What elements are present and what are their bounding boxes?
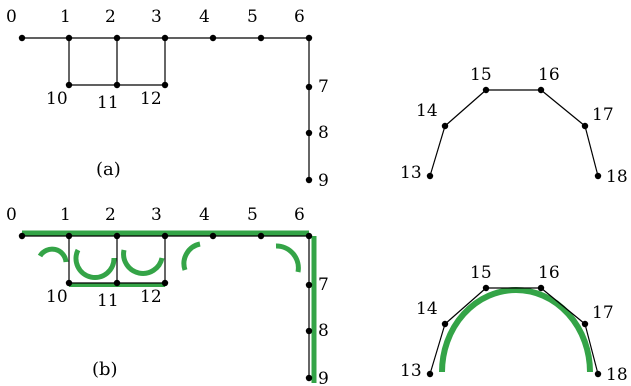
node-8 — [305, 327, 313, 335]
node-17 — [581, 320, 589, 328]
node-label-13: 13 — [400, 361, 422, 381]
node-11 — [113, 279, 121, 287]
node-8 — [305, 129, 313, 137]
node-label-11: 11 — [97, 291, 119, 311]
node-label-12: 12 — [140, 287, 162, 307]
node-3 — [161, 232, 169, 240]
node-label-8: 8 — [318, 321, 329, 341]
node-9 — [305, 374, 313, 382]
node-label-1: 1 — [60, 205, 71, 225]
panel-b-caption: (b) — [92, 359, 118, 380]
highlight-loop-2 — [121, 249, 165, 276]
node-13 — [426, 370, 434, 378]
node-label-2: 2 — [105, 205, 116, 225]
highlight-arc-3 — [181, 241, 201, 271]
edge-16-17 — [540, 287, 586, 325]
node-label-8: 8 — [318, 123, 329, 143]
panel-a-caption: (a) — [96, 159, 121, 180]
node-16 — [537, 86, 545, 94]
node-12 — [161, 279, 169, 287]
node-label-15: 15 — [470, 65, 492, 85]
node-1 — [65, 232, 73, 240]
node-10 — [65, 81, 73, 89]
node-2 — [113, 232, 121, 240]
node-label-3: 3 — [151, 205, 162, 225]
node-12 — [161, 81, 169, 89]
highlight-arc-6 — [275, 243, 301, 273]
edge-14-15 — [444, 89, 487, 127]
node-label-0: 0 — [6, 7, 17, 27]
node-18 — [594, 370, 602, 378]
node-label-9: 9 — [318, 369, 329, 386]
node-label-10: 10 — [46, 89, 68, 109]
node-9 — [305, 176, 313, 184]
edge-13-14 — [429, 323, 446, 375]
node-label-4: 4 — [199, 205, 210, 225]
node-label-12: 12 — [140, 89, 162, 109]
node-13 — [426, 172, 434, 180]
edge-14-15 — [444, 287, 487, 325]
node-label-6: 6 — [294, 7, 305, 27]
node-label-4: 4 — [199, 7, 210, 27]
node-label-10: 10 — [46, 287, 68, 307]
node-label-6: 6 — [294, 205, 305, 225]
node-label-5: 5 — [247, 205, 258, 225]
node-label-13: 13 — [400, 163, 422, 183]
highlight-semicircle — [439, 287, 593, 373]
node-label-2: 2 — [105, 7, 116, 27]
node-label-7: 7 — [318, 77, 329, 97]
node-label-3: 3 — [151, 7, 162, 27]
node-14 — [441, 122, 449, 130]
node-label-18: 18 — [606, 365, 628, 385]
node-18 — [594, 172, 602, 180]
node-6 — [305, 34, 313, 42]
edge-17-18 — [584, 323, 599, 375]
node-5 — [257, 232, 265, 240]
edge-16-17 — [540, 89, 586, 127]
node-7 — [305, 281, 313, 289]
node-4 — [209, 232, 217, 240]
node-label-11: 11 — [97, 93, 119, 113]
highlight-loop-1 — [73, 248, 117, 280]
node-label-14: 14 — [416, 101, 438, 121]
node-16 — [537, 284, 545, 292]
node-label-1: 1 — [60, 7, 71, 27]
node-6 — [305, 232, 313, 240]
node-label-5: 5 — [247, 7, 258, 27]
node-14 — [441, 320, 449, 328]
node-label-17: 17 — [592, 105, 614, 125]
node-label-14: 14 — [416, 299, 438, 319]
node-10 — [65, 279, 73, 287]
node-11 — [113, 81, 121, 89]
node-label-18: 18 — [606, 167, 628, 187]
node-3 — [161, 34, 169, 42]
node-label-16: 16 — [538, 65, 560, 85]
node-15 — [482, 284, 490, 292]
node-label-16: 16 — [538, 263, 560, 283]
highlight-arc-0 — [37, 246, 69, 263]
node-1 — [65, 34, 73, 42]
node-0 — [18, 34, 26, 42]
node-label-15: 15 — [470, 263, 492, 283]
edge-17-18 — [584, 125, 599, 177]
node-label-0: 0 — [6, 205, 17, 225]
node-label-7: 7 — [318, 275, 329, 295]
node-7 — [305, 83, 313, 91]
node-4 — [209, 34, 217, 42]
edge-13-14 — [429, 125, 446, 177]
node-17 — [581, 122, 589, 130]
node-15 — [482, 86, 490, 94]
node-label-17: 17 — [592, 303, 614, 323]
node-0 — [18, 232, 26, 240]
node-label-9: 9 — [318, 171, 329, 191]
node-2 — [113, 34, 121, 42]
node-5 — [257, 34, 265, 42]
